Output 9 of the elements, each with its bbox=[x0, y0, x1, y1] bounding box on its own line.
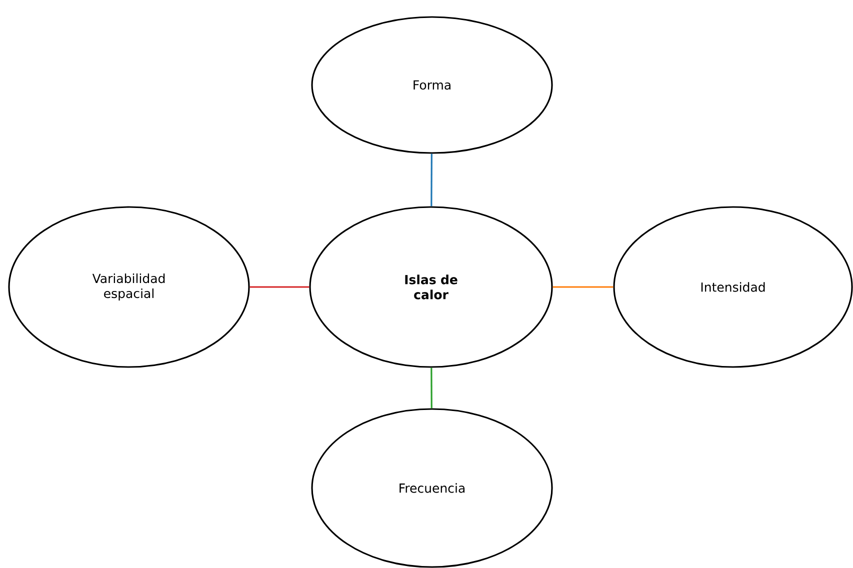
connector-line bbox=[250, 286, 310, 288]
connector-line bbox=[552, 286, 614, 288]
ellipse-node: Forma bbox=[311, 16, 553, 154]
ellipse-node: Frecuencia bbox=[311, 408, 553, 568]
ellipse-node: Variabilidad espacial bbox=[8, 206, 250, 368]
ellipse-node: Intensidad bbox=[613, 206, 853, 368]
ellipse-node: Islas de calor bbox=[309, 206, 553, 368]
connector-line bbox=[430, 368, 432, 408]
connector-line bbox=[430, 154, 432, 206]
